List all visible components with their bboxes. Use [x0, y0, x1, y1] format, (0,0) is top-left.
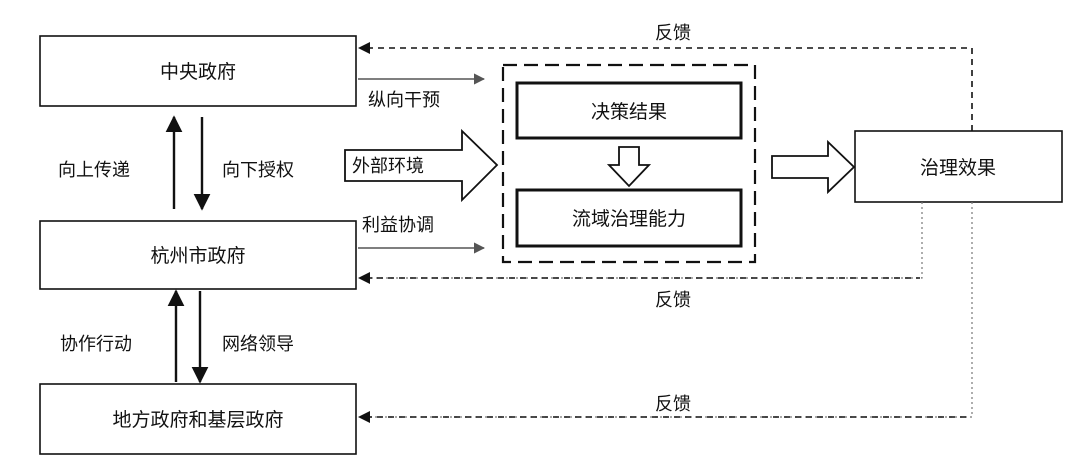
interest-coordination-label: 利益协调 [362, 215, 434, 236]
decision-result-label: 决策结果 [591, 101, 667, 123]
hollow-down-arrow [606, 146, 652, 188]
feedback-middle-label: 反馈 [655, 290, 691, 311]
network-leadership-label: 网络领导 [222, 334, 294, 355]
feedback-top-arrowhead [358, 42, 370, 54]
local-grassroots-government-label: 地方政府和基层政府 [112, 409, 283, 431]
central-government-node: 中央政府 [39, 35, 357, 107]
local-grassroots-government-node: 地方政府和基层政府 [39, 383, 357, 455]
process-container [501, 63, 757, 264]
external-environment-label: 外部环境 [352, 156, 424, 177]
feedback-bottom-label: 反馈 [655, 394, 691, 415]
basin-governance-capacity-label: 流域治理能力 [572, 208, 686, 230]
basin-governance-capacity-node: 流域治理能力 [515, 188, 743, 248]
feedback-top-line [366, 47, 973, 131]
hangzhou-government-node: 杭州市政府 [39, 220, 357, 290]
vertical-intervention-label: 纵向干预 [368, 90, 440, 111]
feedback-top-label: 反馈 [655, 23, 691, 44]
collaborative-action-label: 协作行动 [60, 334, 132, 355]
decision-result-node: 决策结果 [515, 81, 743, 140]
feedback-middle-line [366, 202, 923, 279]
feedback-middle-arrowhead [358, 272, 370, 284]
central-government-label: 中央政府 [160, 61, 236, 83]
external-environment-arrow [344, 128, 499, 203]
feedback-bottom-arrowhead [358, 411, 370, 423]
governance-effect-label: 治理效果 [920, 157, 996, 179]
upward-transmission-label: 向上传递 [58, 160, 130, 181]
to-governance-effect-arrow [771, 139, 856, 195]
downward-authorization-label: 向下授权 [222, 160, 294, 181]
feedback-bottom-line [366, 202, 973, 418]
governance-effect-node: 治理效果 [854, 130, 1063, 203]
hangzhou-government-label: 杭州市政府 [150, 245, 245, 267]
